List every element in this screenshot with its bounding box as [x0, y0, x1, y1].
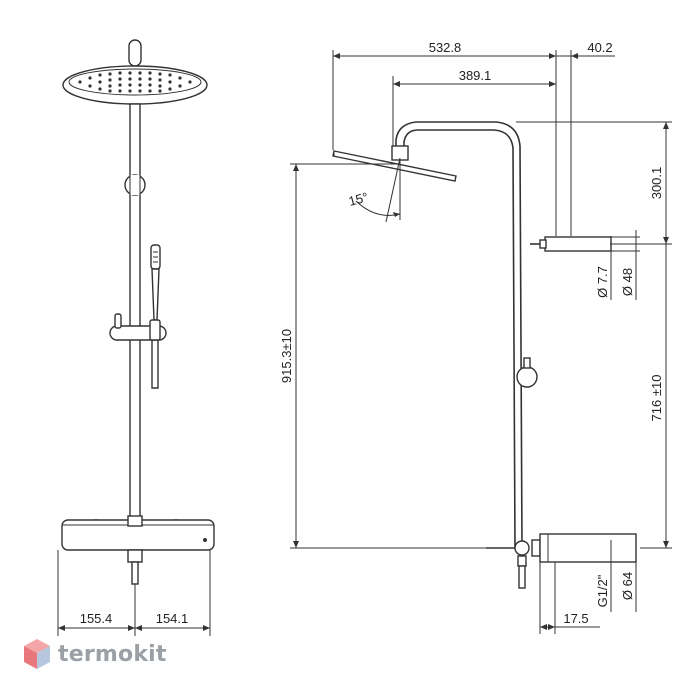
diam-small-label: Ø 7.7	[595, 266, 610, 298]
overhead-head-side	[332, 150, 457, 182]
mixer-wall-plate	[539, 533, 637, 563]
mixer-knob-side	[514, 540, 530, 556]
hand-shower-handle	[151, 268, 160, 321]
shower-arm	[395, 121, 523, 549]
shower-hose	[151, 338, 159, 389]
diam-large-label: Ø 48	[620, 268, 635, 296]
cube-right-face	[37, 646, 50, 669]
overhead-shower-head	[62, 65, 208, 105]
side-view: 15° 532.8 40.2 389.1	[279, 40, 672, 634]
right-span-label: 154.1	[156, 611, 189, 626]
head-connector	[391, 145, 409, 161]
head-offset-label: 389.1	[459, 68, 492, 83]
diam-inlet-label: Ø 64	[620, 572, 635, 600]
head-angle-label: 15°	[347, 189, 370, 209]
cube-left-face	[24, 646, 37, 669]
left-span-label: 155.4	[80, 611, 113, 626]
brand-name: termokit	[58, 641, 167, 667]
riser-top-cap	[128, 39, 142, 67]
total-height-label: 915.3±10	[279, 329, 294, 383]
head-height-label: 300.1	[649, 167, 664, 200]
wall-bracket-side	[544, 236, 612, 252]
brand-logo[interactable]: termokit	[22, 636, 167, 672]
riser-pipe	[129, 103, 141, 521]
overall-width-label: 532.8	[429, 40, 462, 55]
spray-nozzles	[78, 71, 192, 93]
cube-logo-icon	[24, 639, 50, 669]
front-view: 155.4 154.1	[57, 39, 215, 636]
wall-offset-label: 40.2	[587, 40, 612, 55]
bath-outlet	[127, 549, 143, 563]
inlet-depth-label: 17.5	[563, 611, 588, 626]
bar-height-label: 716 ±10	[649, 375, 664, 422]
slider-knob-side	[516, 366, 538, 388]
thread-label: G1/2"	[595, 574, 610, 607]
